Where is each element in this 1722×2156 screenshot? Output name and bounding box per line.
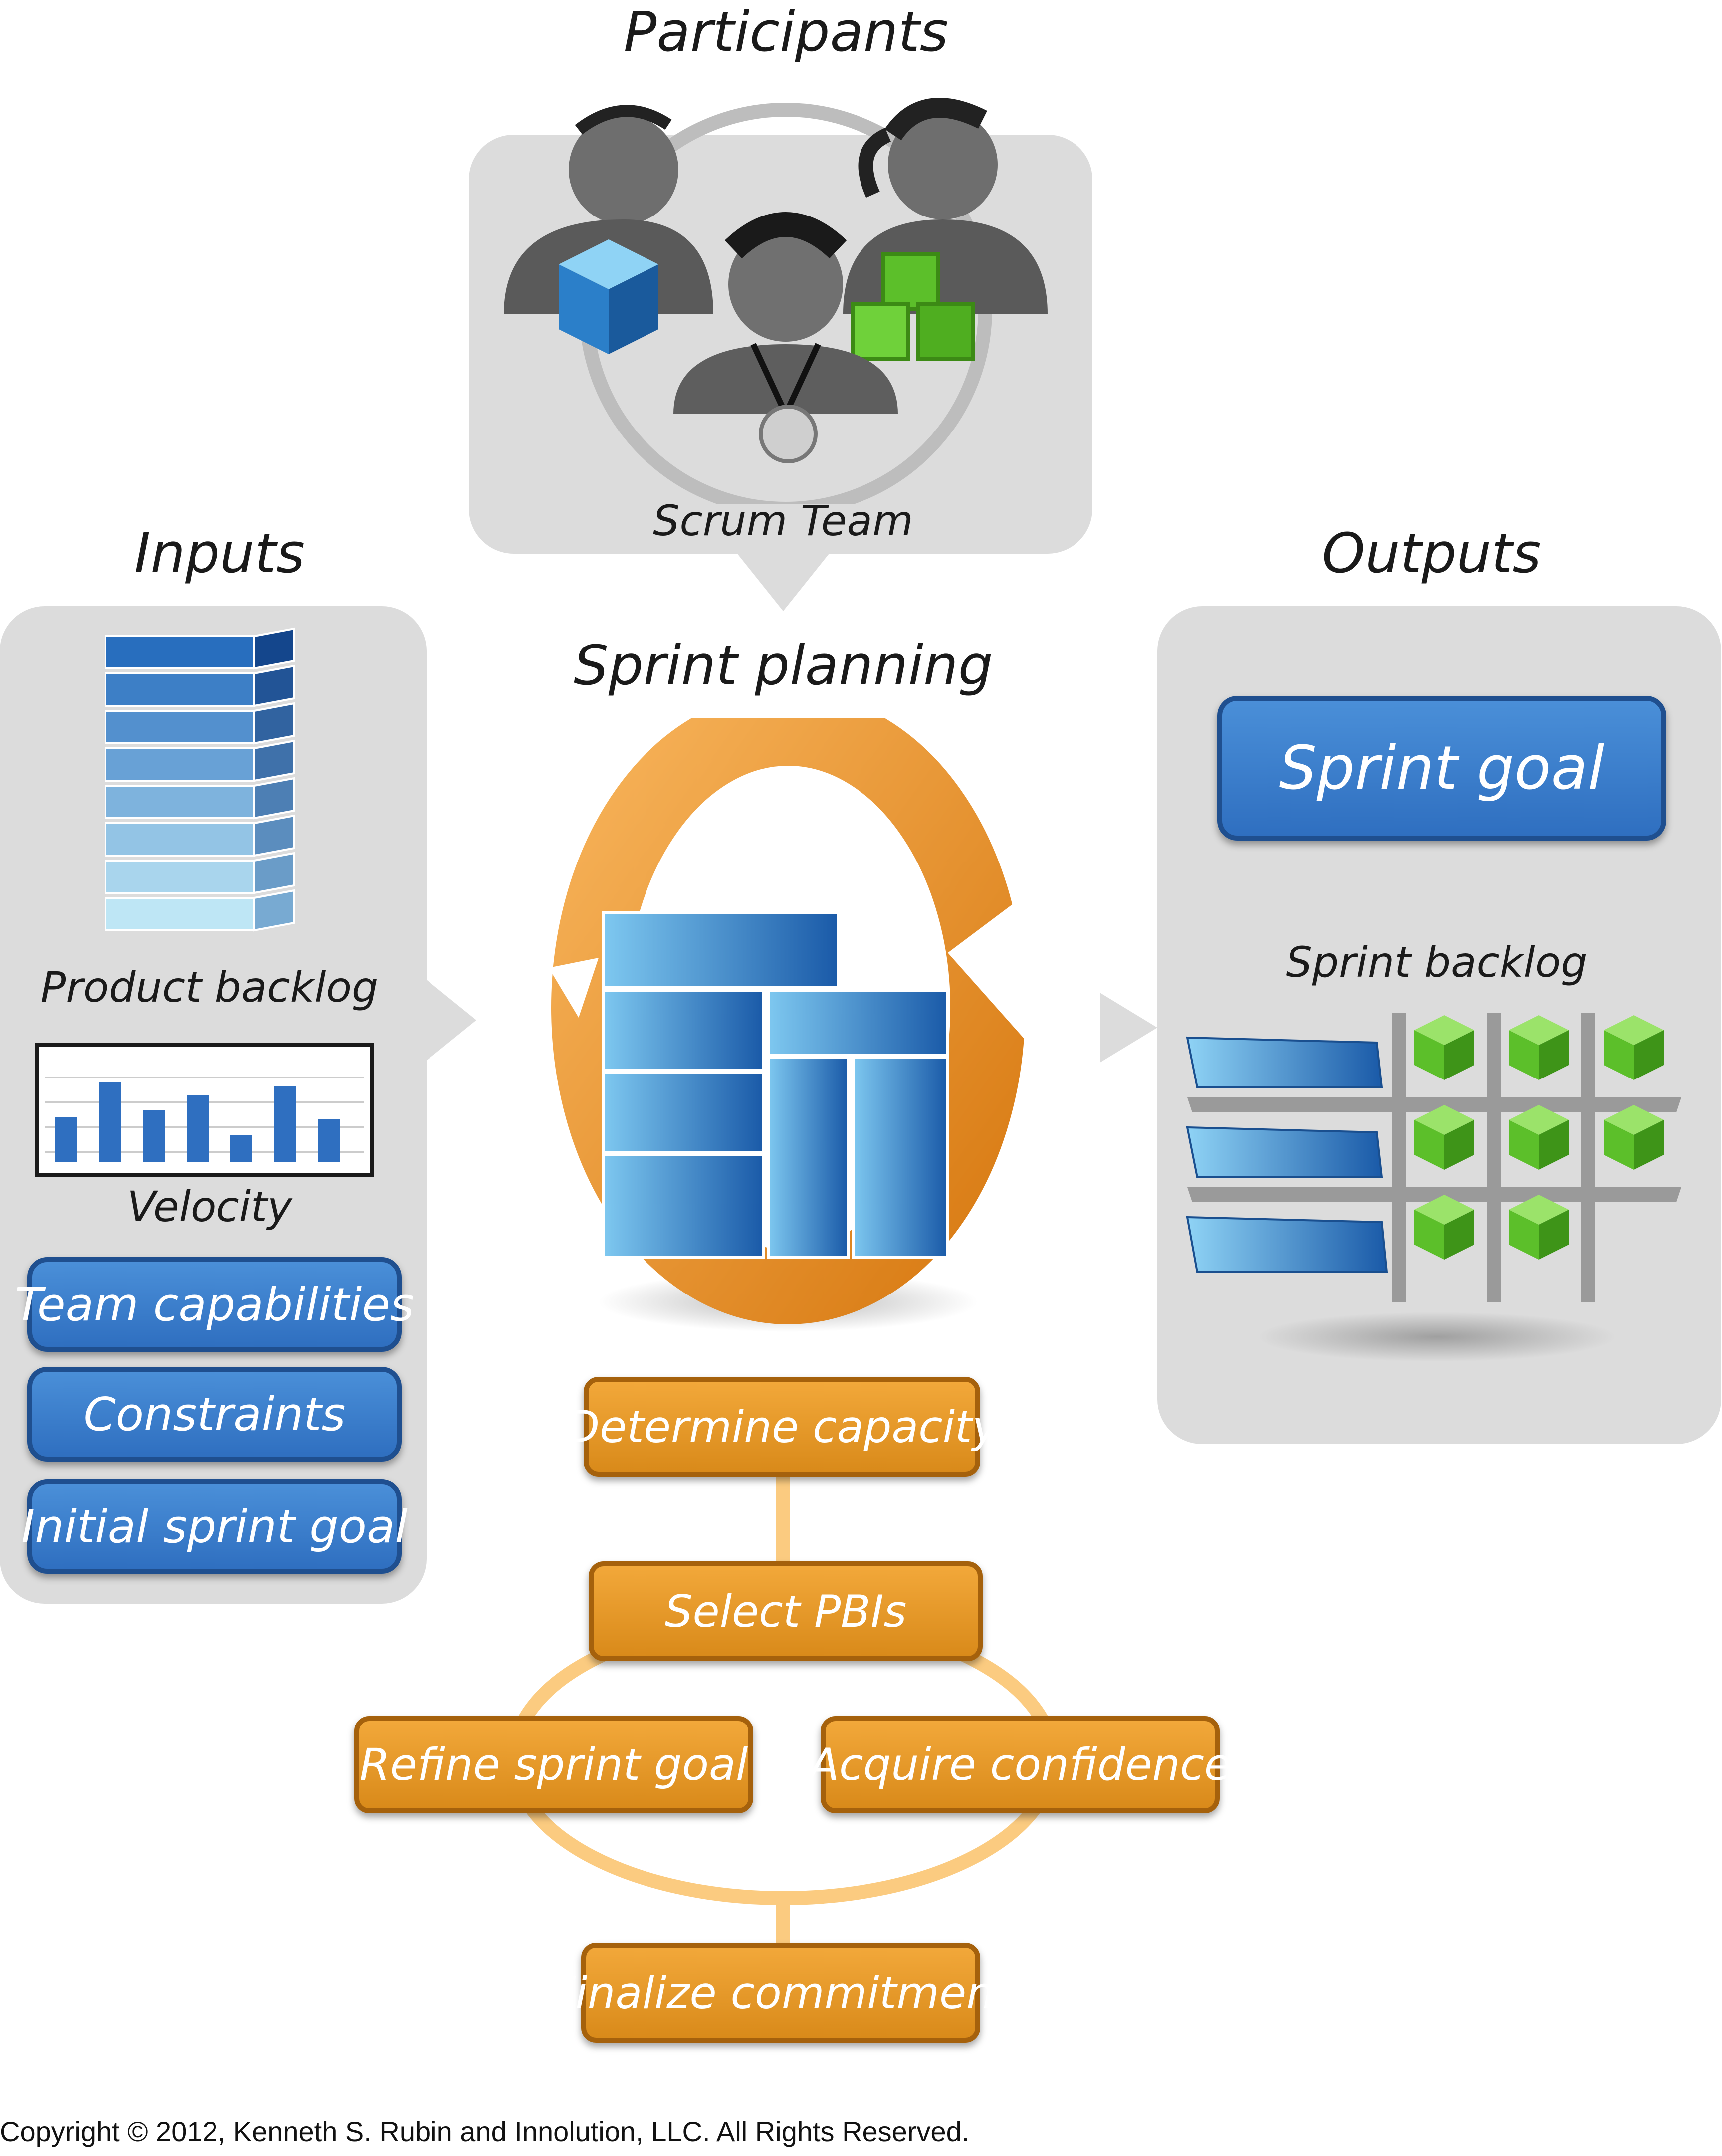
velocity-bar xyxy=(274,1086,296,1162)
copyright-notice: Copyright © 2012, Kenneth S. Rubin and I… xyxy=(0,2116,970,2147)
backlog-slab xyxy=(105,814,295,857)
green-task-cube xyxy=(1414,1195,1474,1260)
velocity-bar xyxy=(143,1110,165,1162)
backlog-items xyxy=(1186,1036,1388,1273)
green-task-cube xyxy=(1509,1015,1569,1080)
velocity-chart xyxy=(35,1043,374,1177)
product-backlog-label: Product backlog xyxy=(40,963,379,1012)
velocity-bar xyxy=(318,1119,340,1162)
outputs-arrow xyxy=(1100,993,1157,1063)
participants-pointer xyxy=(733,549,833,611)
whistle-icon xyxy=(759,405,818,463)
product-backlog-icon xyxy=(105,627,295,932)
sprint-planning-title: Sprint planning xyxy=(574,634,993,697)
inputs-arrow xyxy=(424,978,476,1063)
velocity-label: Velocity xyxy=(127,1182,292,1231)
backlog-slab xyxy=(105,664,295,707)
refine-sprint-goal-step[interactable]: Refine sprint goal xyxy=(354,1716,753,1813)
velocity-bar xyxy=(187,1095,209,1162)
green-task-cube xyxy=(1414,1105,1474,1170)
green-task-cube xyxy=(1509,1195,1569,1260)
sprint-goal-output[interactable]: Sprint goal xyxy=(1217,696,1666,841)
sprint-backlog-blocks xyxy=(602,911,949,1259)
velocity-bar xyxy=(99,1082,121,1162)
task-cubes xyxy=(1414,1015,1664,1260)
backlog-slab xyxy=(105,889,295,932)
green-task-cube xyxy=(1604,1105,1664,1170)
sprint-backlog-grid xyxy=(1186,1013,1681,1362)
scrum-team-label: Scrum Team xyxy=(653,496,913,545)
backlog-slab xyxy=(105,702,295,745)
inputs-title: Inputs xyxy=(134,521,305,585)
green-cubes-icon xyxy=(851,252,975,361)
outputs-title: Outputs xyxy=(1322,521,1541,585)
constraints-button[interactable]: Constraints xyxy=(27,1367,402,1462)
team-capabilities-button[interactable]: Team capabilities xyxy=(15,1257,414,1352)
velocity-bar xyxy=(230,1135,252,1162)
orange-cycle-ring xyxy=(551,718,1025,1324)
select-pbis-step[interactable]: Select PBIs xyxy=(589,1561,983,1661)
green-task-cube xyxy=(1414,1015,1474,1080)
finalize-commitment-step[interactable]: Finalize commitment xyxy=(550,1943,1011,2043)
backlog-slab xyxy=(105,852,295,894)
sprint-planning-icon xyxy=(549,718,1028,1332)
green-task-cube xyxy=(1509,1105,1569,1170)
scrum-team-illustration xyxy=(504,98,1048,504)
determine-capacity-step[interactable]: Determine capacity xyxy=(566,1377,998,1477)
backlog-slab xyxy=(105,739,295,782)
initial-sprint-goal-button[interactable]: Initial sprint goal xyxy=(21,1479,408,1574)
backlog-slab xyxy=(105,627,295,670)
green-task-cube xyxy=(1604,1015,1664,1080)
backlog-slab xyxy=(105,777,295,820)
acquire-confidence-step[interactable]: Acquire confidence xyxy=(809,1716,1231,1813)
blue-cube-icon xyxy=(559,239,658,354)
scrum-master-person xyxy=(673,212,898,463)
velocity-bar xyxy=(55,1117,77,1162)
participants-title: Participants xyxy=(624,0,949,64)
sprint-backlog-label: Sprint backlog xyxy=(1286,938,1588,987)
